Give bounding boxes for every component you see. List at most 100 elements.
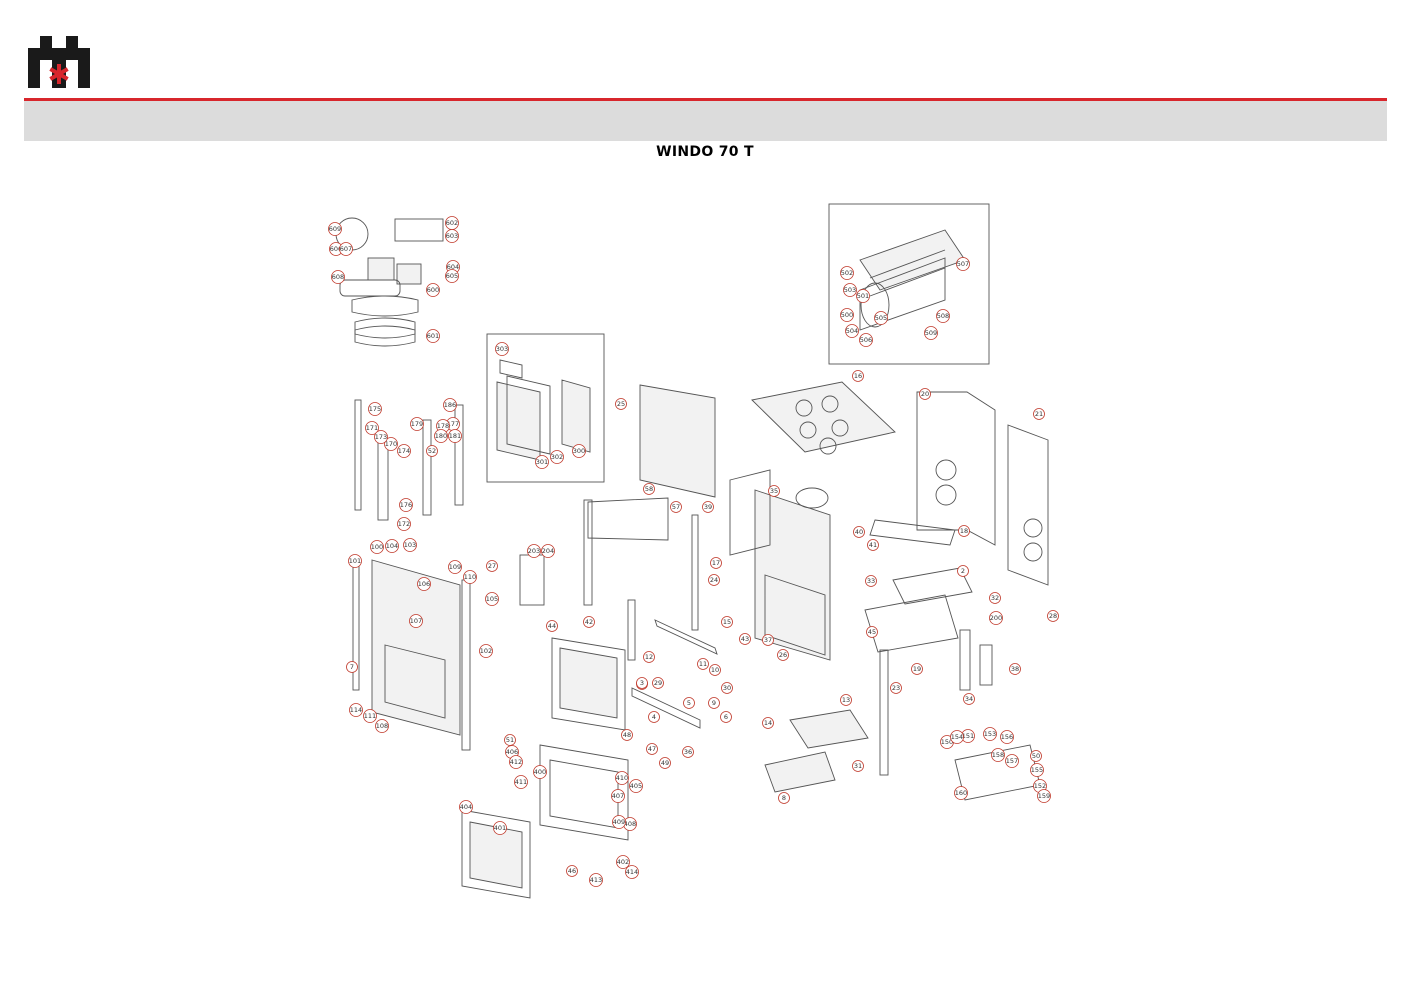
part-callout-45: 45 — [866, 626, 878, 638]
top-cover-plate — [751, 381, 896, 455]
part-callout-401: 401 — [493, 821, 507, 835]
front-glass-frame — [461, 637, 629, 899]
part-callout-3: 3 — [636, 677, 648, 689]
svg-text:40: 40 — [855, 528, 863, 536]
svg-text:409: 409 — [613, 818, 625, 826]
svg-text:200: 200 — [990, 614, 1002, 622]
part-callout-500: 500 — [840, 308, 854, 322]
svg-text:15: 15 — [723, 618, 731, 626]
part-callout-28: 28 — [1047, 610, 1059, 622]
svg-text:50: 50 — [1032, 752, 1040, 760]
svg-text:33: 33 — [867, 577, 875, 585]
part-callout-42: 42 — [583, 616, 595, 628]
part-callout-402: 402 — [616, 855, 630, 869]
inset-box-valve — [394, 218, 444, 242]
left-side-rails — [354, 399, 464, 521]
svg-text:102: 102 — [480, 647, 492, 655]
part-callout-50: 50 — [1030, 750, 1042, 762]
glass-panels — [496, 359, 591, 461]
part-callout-509: 509 — [924, 326, 938, 340]
svg-text:413: 413 — [590, 876, 602, 884]
svg-text:29: 29 — [654, 679, 662, 687]
svg-text:170: 170 — [385, 440, 397, 448]
svg-text:157: 157 — [1006, 757, 1018, 765]
part-callout-155: 155 — [1030, 763, 1044, 777]
svg-text:109: 109 — [449, 563, 461, 571]
part-callout-23: 23 — [890, 682, 902, 694]
svg-text:406: 406 — [506, 748, 518, 756]
part-callout-33: 33 — [865, 575, 877, 587]
part-callout-15: 15 — [721, 616, 733, 628]
svg-text:177: 177 — [447, 420, 459, 428]
svg-text:47: 47 — [648, 745, 656, 753]
svg-text:111: 111 — [364, 712, 376, 720]
svg-text:20: 20 — [921, 390, 929, 398]
svg-text:606: 606 — [330, 245, 342, 253]
svg-text:414: 414 — [626, 868, 638, 876]
part-callout-48: 48 — [621, 729, 633, 741]
part-callout-602: 602 — [445, 216, 459, 230]
svg-text:173: 173 — [375, 433, 387, 441]
svg-text:32: 32 — [991, 594, 999, 602]
part-callout-2: 2 — [957, 565, 969, 577]
part-callout-9: 9 — [708, 697, 720, 709]
part-callout-160: 160 — [954, 786, 968, 800]
part-callout-301: 301 — [535, 455, 549, 469]
svg-text:604: 604 — [447, 263, 459, 271]
svg-text:180: 180 — [435, 432, 447, 440]
callout-layer: 4004014024044054064074084094104114124134… — [328, 216, 1059, 887]
svg-text:28: 28 — [1049, 612, 1057, 620]
part-callout-156: 156 — [1000, 730, 1014, 744]
part-callout-607: 607 — [339, 242, 353, 256]
part-callout-35: 35 — [768, 485, 780, 497]
svg-text:159: 159 — [1038, 792, 1050, 800]
part-callout-10: 10 — [709, 664, 721, 676]
svg-text:41: 41 — [869, 541, 877, 549]
part-callout-43: 43 — [739, 633, 751, 645]
part-callout-106: 106 — [417, 577, 431, 591]
svg-text:42: 42 — [585, 618, 593, 626]
svg-text:46: 46 — [568, 867, 576, 875]
svg-text:5: 5 — [687, 699, 691, 707]
svg-text:100: 100 — [371, 543, 383, 551]
part-callout-507: 507 — [956, 257, 970, 271]
svg-text:44: 44 — [548, 622, 556, 630]
svg-text:3: 3 — [640, 679, 644, 687]
svg-text:45: 45 — [868, 628, 876, 636]
part-callout-36: 36 — [682, 746, 694, 758]
part-callout-502: 502 — [840, 266, 854, 280]
svg-text:175: 175 — [369, 405, 381, 413]
svg-text:110: 110 — [464, 573, 476, 581]
part-callout-29: 29 — [652, 677, 664, 689]
svg-text:179: 179 — [411, 420, 423, 428]
part-callout-14: 14 — [762, 717, 774, 729]
part-callout-414: 414 — [625, 865, 639, 879]
svg-text:158: 158 — [992, 751, 1004, 759]
svg-text:48: 48 — [623, 731, 631, 739]
part-callout-25: 25 — [615, 398, 627, 410]
outer-door-frame — [352, 559, 471, 751]
svg-text:401: 401 — [494, 824, 506, 832]
svg-text:57: 57 — [672, 503, 680, 511]
part-callout-601: 601 — [426, 329, 440, 343]
svg-text:410: 410 — [616, 774, 628, 782]
part-callout-404: 404 — [459, 800, 473, 814]
svg-text:106: 106 — [418, 580, 430, 588]
part-callout-409: 409 — [612, 815, 626, 829]
svg-text:31: 31 — [854, 762, 862, 770]
part-callout-410: 410 — [615, 771, 629, 785]
part-callout-501: 501 — [856, 289, 870, 303]
part-callout-46: 46 — [566, 865, 578, 877]
svg-text:37: 37 — [764, 636, 772, 644]
svg-text:502: 502 — [841, 269, 853, 277]
svg-text:503: 503 — [844, 286, 856, 294]
svg-text:154: 154 — [951, 733, 963, 741]
svg-text:24: 24 — [710, 576, 718, 584]
part-callout-200: 200 — [989, 611, 1003, 625]
part-callout-175: 175 — [368, 402, 382, 416]
svg-text:30: 30 — [723, 684, 731, 692]
part-callout-20: 20 — [919, 388, 931, 400]
middle-rails — [519, 497, 993, 776]
svg-text:104: 104 — [386, 542, 398, 550]
svg-text:155: 155 — [1031, 766, 1043, 774]
